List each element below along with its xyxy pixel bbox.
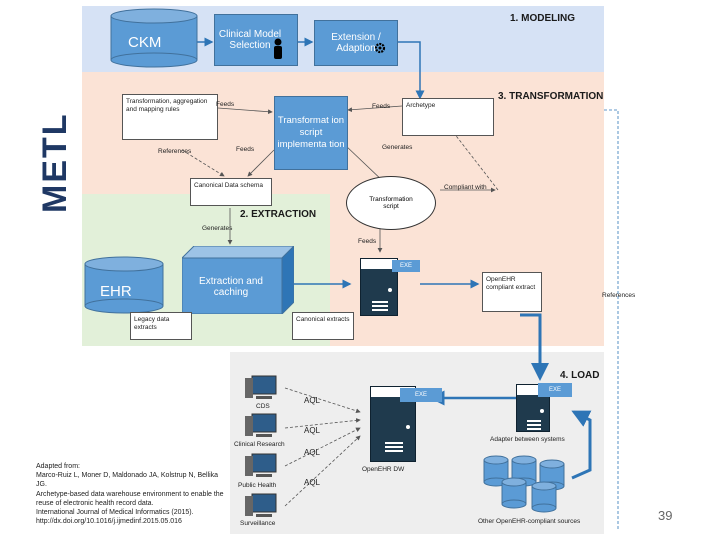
- citation-line-4: International Journal of Medical Informa…: [36, 509, 194, 517]
- other-sources-label: Other OpenEHR-compliant sources: [478, 518, 581, 525]
- ckm-label: CKM: [128, 34, 162, 51]
- transformation-script-impl-label: Transformat ion script implementa tion: [277, 115, 345, 150]
- modeling-label: 1. MODELING: [510, 13, 576, 24]
- rules-document: Transformation, aggregation and mapping …: [122, 94, 218, 140]
- cds-label: CDS: [256, 403, 270, 410]
- ehr-label: EHR: [100, 283, 132, 300]
- load-label: 4. LOAD: [560, 370, 600, 381]
- transformation-label: 3. TRANSFORMATION: [498, 91, 604, 102]
- page-number: 39: [658, 508, 673, 523]
- ckm-database-icon: [110, 8, 198, 68]
- aql-1-label: AQL: [304, 396, 321, 405]
- openehr-dw-label: OpenEHR DW: [362, 466, 405, 473]
- exe-3-badge: EXE: [538, 383, 572, 397]
- citation-line-1: Adapted from:: [36, 463, 80, 470]
- aql-3-label: AQL: [304, 448, 321, 457]
- surveillance-monitor-icon: [245, 493, 277, 517]
- references-right-label: References: [602, 292, 636, 299]
- feeds-archetype-label: Feeds: [372, 103, 391, 110]
- feeds-schema-label: Feeds: [236, 146, 255, 153]
- clinical-model-selection-label: Clinical Model Selection: [218, 29, 282, 51]
- adapter-label: Adapter between systems: [490, 436, 565, 443]
- feeds-rules-label: Feeds: [216, 101, 235, 108]
- citation-line-3: Archetype-based data warehouse environme…: [36, 490, 224, 507]
- canonical-extracts-document: Canonical extracts: [292, 312, 354, 340]
- extraction-cube: [182, 246, 294, 314]
- canonical-schema-document: Canonical Data schema: [190, 178, 272, 206]
- extension-adaption-label: Extension / Adaption: [331, 32, 381, 54]
- extraction-label: 2. EXTRACTION: [240, 209, 317, 220]
- clinical-research-monitor-icon: [245, 413, 277, 437]
- references-rules-label: References: [158, 148, 192, 155]
- ehr-database-icon: [84, 256, 164, 314]
- citation-line-5[interactable]: http://dx.doi.org/10.1016/j.ijmedinf.201…: [36, 518, 182, 526]
- transformation-server: [360, 258, 398, 316]
- gear-icon: [374, 42, 386, 54]
- generates-script-label: Generates: [382, 144, 413, 151]
- clinical-model-selection-box: Clinical Model Selection: [214, 14, 298, 66]
- legacy-extracts-document: Legacy data extracts: [130, 312, 192, 340]
- openehr-extract-document: OpenEHR compliant extract: [482, 272, 542, 312]
- citation-line-2: Marco-Ruiz L, Moner D, Maldonado JA, Kol…: [36, 472, 219, 489]
- public-health-monitor-icon: [245, 453, 277, 477]
- surveillance-label: Surveillance: [240, 520, 276, 527]
- aql-4-label: AQL: [304, 478, 321, 487]
- transformation-script-circle: Transformation script: [346, 176, 436, 230]
- exe-1-badge: EXE: [392, 260, 420, 272]
- transformation-script-label: Transformation script: [369, 196, 413, 210]
- citation: Adapted from: Marco-Ruiz L, Moner D, Mal…: [36, 462, 226, 527]
- cds-monitor-icon: [245, 375, 277, 399]
- extraction-caching-label: Extraction and caching: [199, 276, 263, 298]
- clinical-research-label: Clinical Research: [234, 441, 285, 448]
- generates-schema-label: Generates: [202, 225, 233, 232]
- other-sources-database-icon: [483, 455, 565, 513]
- extension-adaption-box: Extension / Adaption: [314, 20, 398, 66]
- person-icon: [274, 38, 282, 59]
- public-health-label: Public Health: [238, 482, 277, 489]
- feeds-script-label: Feeds: [358, 238, 377, 245]
- exe-2-badge: EXE: [400, 388, 442, 402]
- archetype-document: Archetype: [402, 98, 494, 136]
- transformation-script-impl-box: Transformat ion script implementa tion: [274, 96, 348, 170]
- aql-2-label: AQL: [304, 426, 321, 435]
- compliant-with-label: Compliant with: [444, 184, 487, 191]
